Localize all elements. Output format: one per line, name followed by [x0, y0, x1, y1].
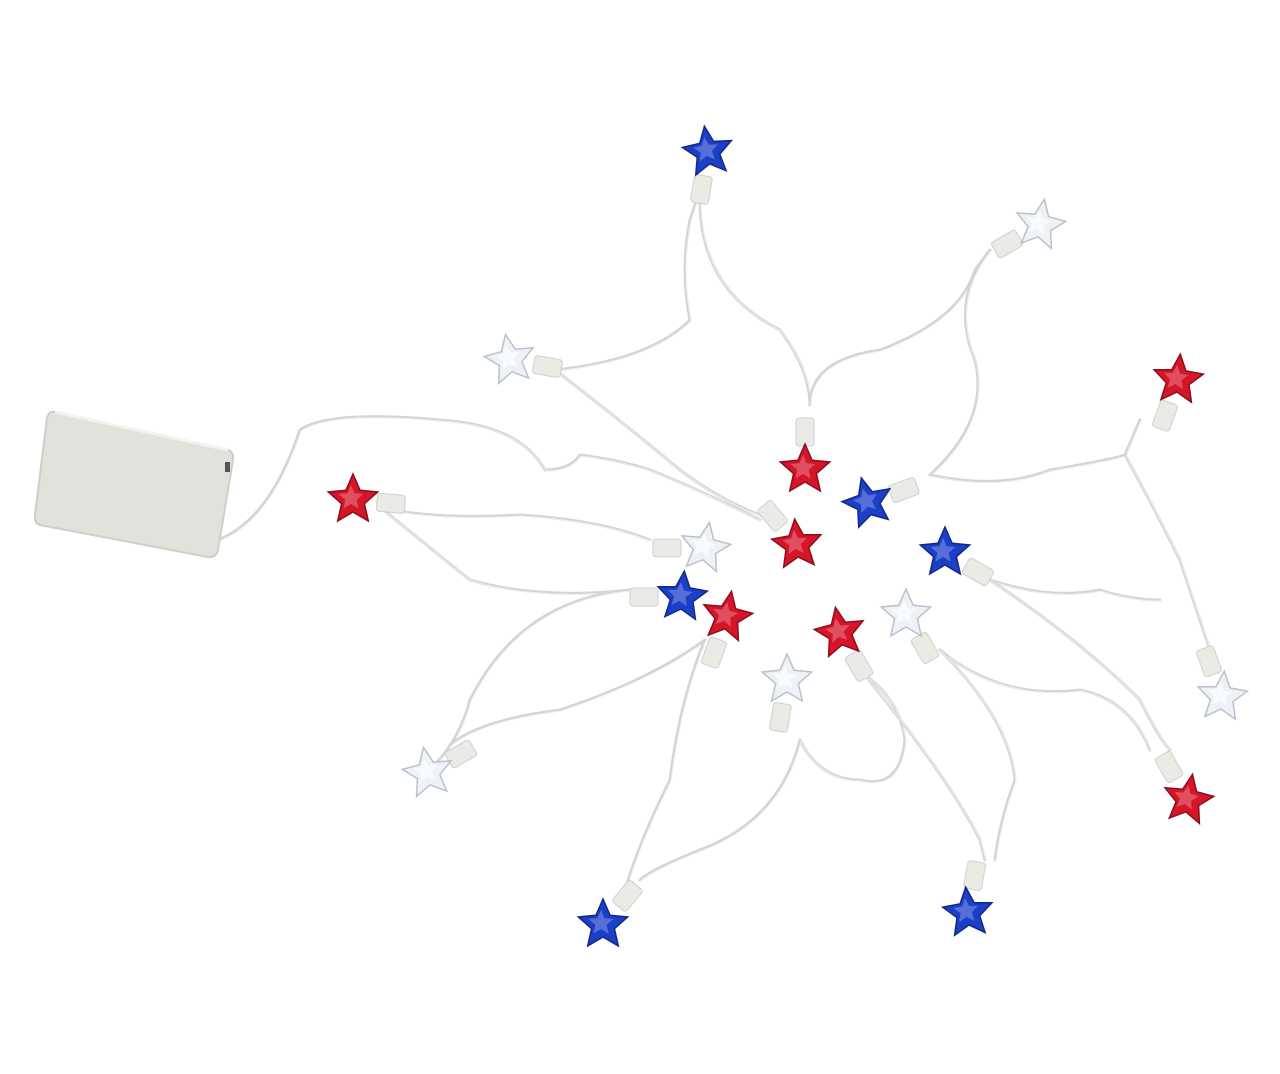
star-facet-highlight: [588, 910, 614, 934]
power-switch: [225, 462, 230, 472]
wire-highlight: [625, 640, 707, 892]
wire: [378, 505, 652, 542]
star-facet-highlight: [930, 538, 956, 562]
wire-highlight: [430, 590, 632, 772]
red-star-bulb: [778, 442, 832, 493]
blue-star-bulb: [918, 525, 972, 576]
bulb-socket: [795, 417, 815, 447]
bulb-socket: [1154, 751, 1184, 784]
battery-box-body: [33, 410, 235, 559]
bulb-socket: [1196, 645, 1222, 678]
blue-star-bulb: [656, 569, 710, 621]
star-facet-highlight: [953, 898, 978, 923]
wire: [863, 673, 987, 862]
red-star-bulb: [769, 517, 823, 569]
wire: [428, 588, 632, 772]
battery-box: [33, 410, 235, 559]
red-star-bulb: [1152, 352, 1206, 404]
wire: [938, 648, 1152, 752]
star-facet-highlight: [1174, 785, 1199, 810]
wire: [808, 248, 992, 407]
star-facet-highlight: [772, 665, 798, 689]
star-facet-highlight: [1208, 682, 1233, 707]
red-star-bulb: [326, 472, 380, 523]
bulb-socket: [690, 174, 713, 205]
red-star-bulb: [812, 605, 865, 659]
wire-highlight: [218, 417, 762, 542]
wire-highlight: [990, 580, 1172, 752]
star-facet-highlight: [1164, 365, 1189, 390]
star-facet-highlight: [668, 582, 693, 607]
bulb-socket: [629, 587, 659, 607]
wire: [623, 638, 707, 892]
wire-highlight: [1125, 455, 1212, 652]
blue-star-bulb: [840, 476, 892, 530]
wire: [928, 418, 1142, 483]
wire-highlight: [800, 675, 907, 784]
bulb-socket: [887, 477, 920, 503]
bulb-socket: [532, 355, 563, 378]
wire-highlight: [555, 190, 702, 372]
star-facet-highlight: [413, 758, 438, 783]
battery-box-lid-edge: [54, 410, 229, 452]
wire-highlight: [810, 250, 992, 407]
bulb-socket: [844, 649, 874, 682]
wire: [1123, 453, 1212, 652]
bulb-socket: [769, 702, 792, 733]
star-facet-highlight: [853, 488, 877, 514]
red-star-bulb: [702, 589, 755, 643]
star-facet-highlight: [891, 600, 917, 624]
wire-highlight: [990, 580, 1162, 602]
wire-highlight: [555, 370, 762, 517]
bulb-socket: [757, 500, 788, 532]
bulb-socket: [963, 860, 986, 891]
star-facet-highlight: [338, 485, 364, 509]
star-facet-highlight: [782, 530, 807, 555]
wire-highlight: [700, 200, 812, 407]
bulb-socket: [701, 636, 727, 669]
stars: [326, 124, 1250, 948]
red-star-bulb: [1163, 772, 1216, 826]
wire: [988, 578, 1162, 602]
star-facet-highlight: [691, 533, 716, 558]
wire: [378, 505, 632, 595]
wire-highlight: [940, 650, 1152, 752]
star-facet-highlight: [825, 618, 850, 643]
bulb-socket: [991, 229, 1024, 259]
wire-highlight: [940, 650, 1017, 862]
wire: [638, 738, 802, 882]
wire: [928, 248, 992, 477]
bulb-socket: [961, 557, 994, 587]
bulb-socket: [375, 492, 406, 514]
bulb-socket: [652, 538, 682, 558]
bulb-socket: [1152, 399, 1178, 432]
bulb-socket: [444, 739, 477, 769]
wire-highlight: [930, 420, 1142, 483]
star-facet-highlight: [495, 345, 520, 370]
star-facet-highlight: [693, 137, 718, 162]
wire: [553, 368, 762, 517]
wire: [938, 648, 1017, 862]
wire-highlight: [380, 507, 632, 595]
wire: [553, 188, 702, 372]
star-facet-highlight: [1026, 210, 1051, 235]
blue-star-bulb: [940, 885, 994, 937]
blue-star-bulb: [680, 124, 734, 177]
bulb-socket: [910, 631, 940, 664]
star-facet-highlight: [713, 602, 738, 627]
wire-highlight: [930, 250, 992, 477]
wire-highlight: [640, 740, 802, 882]
wire-highlight: [380, 507, 652, 542]
wire-highlight: [450, 640, 707, 747]
wires: [216, 188, 1212, 892]
wire: [448, 638, 707, 747]
bulb-socket: [612, 880, 643, 912]
sockets: [375, 174, 1222, 912]
wire-highlight: [865, 675, 987, 862]
blue-star-bulb: [576, 897, 630, 948]
wire: [798, 673, 907, 784]
star-facet-highlight: [790, 455, 816, 479]
wire: [988, 578, 1172, 752]
wire: [698, 198, 812, 407]
